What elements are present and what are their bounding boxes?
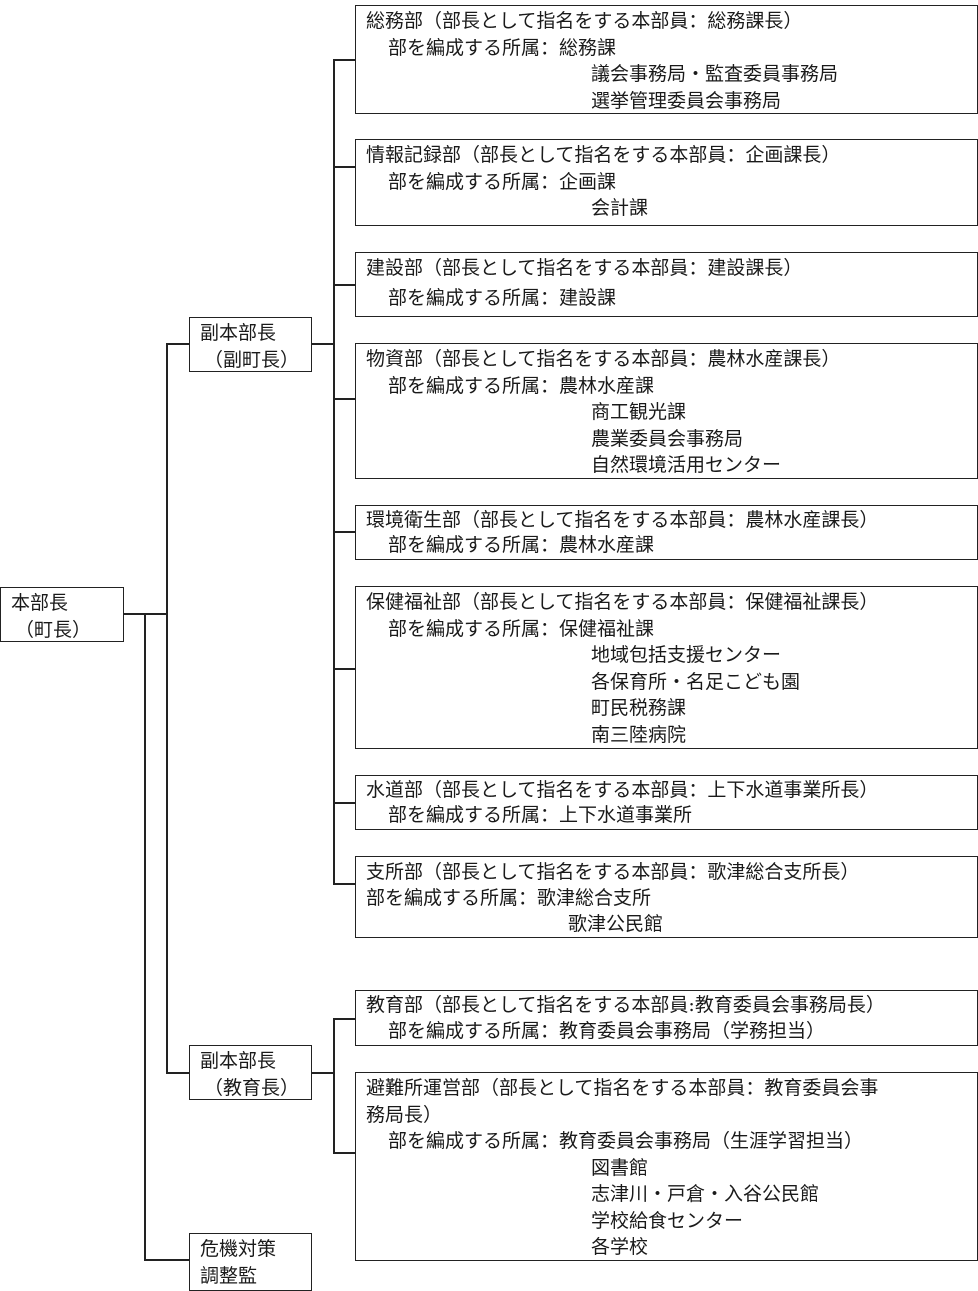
department-units: 部を編成する所属：総務課 (366, 35, 977, 62)
department-units: 部を編成する所属：保健福祉課 (366, 616, 977, 643)
unit-item: 総務課 (559, 36, 617, 59)
deputy-title: 副本部長 (200, 322, 277, 344)
connector (166, 343, 168, 1073)
department-title: 支所部（部長として指名をする本部員：歌津総合支所長） (366, 861, 860, 883)
unit-item: 各学校 (591, 1236, 649, 1258)
department-branch-office: 支所部（部長として指名をする本部員：歌津総合支所長） 部を編成する所属：歌津総合… (355, 856, 978, 938)
unit-item: 歌津公民館 (568, 913, 664, 935)
department-units: 部を編成する所属：歌津総合支所 (366, 885, 977, 911)
department-title: 避難所運営部（部長として指名をする本部員：教育委員会事 (366, 1077, 879, 1099)
deputy-subtitle: （教育長） (204, 1076, 300, 1099)
department-water: 水道部（部長として指名をする本部員：上下水道事業所長） 部を編成する所属：上下水… (355, 775, 978, 830)
connector (333, 284, 356, 286)
deputy-node-vice-mayor: 副本部長 （副町長） (189, 317, 312, 372)
connector (333, 59, 335, 885)
department-units: 部を編成する所属：建設課 (366, 285, 977, 312)
department-info-records: 情報記録部（部長として指名をする本部員：企画課長） 部を編成する所属：企画課 会… (355, 139, 978, 226)
connector (333, 1018, 356, 1020)
units-label: 部を編成する所属： (388, 286, 560, 309)
unit-item: 学校給食センター (591, 1209, 744, 1232)
deputy-title: 副本部長 (200, 1050, 277, 1072)
crisis-title: 危機対策 (200, 1238, 277, 1260)
department-title: 総務部（部長として指名をする本部員：総務課長） (366, 10, 803, 32)
root-subtitle: （町長） (15, 618, 92, 641)
unit-item: 教育委員会事務局（学務担当） (559, 1019, 826, 1042)
root-node-headquarters-chief: 本部長 （町長） (0, 587, 124, 642)
connector (166, 1072, 189, 1074)
department-title: 建設部（部長として指名をする本部員：建設課長） (366, 257, 803, 279)
units-label: 部を編成する所属： (388, 374, 560, 397)
department-general-affairs: 総務部（部長として指名をする本部員：総務課長） 部を編成する所属：総務課 議会事… (355, 5, 978, 114)
unit-item: 町民税務課 (591, 697, 687, 719)
connector (166, 343, 189, 345)
department-title: 物資部（部長として指名をする本部員：農林水産課長） (366, 348, 841, 370)
connector (144, 613, 146, 1261)
unit-item: 選挙管理委員会事務局 (591, 89, 782, 112)
department-construction: 建設部（部長として指名をする本部員：建設課長） 部を編成する所属：建設課 (355, 252, 978, 317)
connector (333, 668, 356, 670)
units-label: 部を編成する所属： (388, 1130, 560, 1152)
unit-item: 議会事務局・監査委員事務局 (591, 63, 839, 85)
unit-item: 歌津総合支所 (537, 887, 652, 909)
deputy-node-superintendent: 副本部長 （教育長） (189, 1045, 312, 1100)
deputy-subtitle: （副町長） (204, 348, 300, 371)
unit-item: 図書館 (591, 1156, 649, 1179)
unit-item: 上下水道事業所 (559, 804, 693, 826)
connector (333, 398, 356, 400)
units-label: 部を編成する所属： (388, 804, 560, 826)
department-environmental-health: 環境衛生部（部長として指名をする本部員：農林水産課長） 部を編成する所属：農林水… (355, 505, 978, 560)
department-title: 情報記録部（部長として指名をする本部員：企画課長） (366, 144, 841, 166)
units-label: 部を編成する所属： (388, 170, 560, 193)
unit-item: 農林水産課 (559, 534, 655, 556)
connector (311, 343, 334, 345)
unit-item: 保健福祉課 (559, 617, 655, 640)
unit-item: 農林水産課 (559, 374, 655, 397)
units-label: 部を編成する所属： (388, 1019, 560, 1042)
department-title: 教育部（部長として指名をする本部員:教育委員会事務局長） (366, 994, 885, 1016)
department-units: 部を編成する所属：企画課 (366, 169, 977, 196)
department-units: 部を編成する所属：農林水産課 (366, 373, 977, 400)
connector (333, 59, 356, 61)
connector (333, 1018, 335, 1153)
unit-item: 志津川・戸倉・入谷公民館 (591, 1183, 820, 1205)
connector (333, 883, 356, 885)
department-units: 部を編成する所属：農林水産課 (366, 533, 977, 558)
department-shelter-operations: 避難所運営部（部長として指名をする本部員：教育委員会事 務局長） 部を編成する所… (355, 1072, 978, 1261)
crisis-subtitle: 調整監 (200, 1264, 258, 1287)
unit-item: 商工観光課 (591, 401, 687, 423)
department-title-continued: 務局長） (366, 1103, 443, 1126)
department-units: 部を編成する所属：上下水道事業所 (366, 803, 977, 828)
unit-item: 会計課 (591, 197, 649, 219)
unit-item: 各保育所・名足こども園 (591, 670, 801, 693)
connector (333, 1152, 356, 1154)
department-health-welfare: 保健福祉部（部長として指名をする本部員：保健福祉課長） 部を編成する所属：保健福… (355, 586, 978, 749)
units-label: 部を編成する所属： (366, 887, 538, 909)
unit-item: 農業委員会事務局 (591, 427, 744, 450)
connector (333, 531, 356, 533)
connector (144, 1259, 189, 1261)
unit-item: 南三陸病院 (591, 723, 687, 746)
unit-item: 教育委員会事務局（生涯学習担当） (559, 1130, 864, 1152)
connector (333, 166, 356, 168)
root-title: 本部長 (11, 592, 69, 614)
unit-item: 地域包括支援センター (591, 644, 782, 666)
unit-item: 建設課 (559, 286, 617, 309)
units-label: 部を編成する所属： (388, 534, 560, 556)
department-title: 保健福祉部（部長として指名をする本部員：保健福祉課長） (366, 591, 879, 613)
units-label: 部を編成する所属： (388, 617, 560, 640)
unit-item: 自然環境活用センター (591, 454, 782, 476)
unit-item: 企画課 (559, 170, 617, 193)
department-title: 水道部（部長として指名をする本部員：上下水道事業所長） (366, 779, 879, 801)
crisis-coordinator-node: 危機対策 調整監 (189, 1233, 312, 1291)
department-title: 環境衛生部（部長として指名をする本部員：農林水産課長） (366, 509, 879, 531)
connector (333, 802, 356, 804)
department-supplies: 物資部（部長として指名をする本部員：農林水産課長） 部を編成する所属：農林水産課… (355, 343, 978, 479)
department-units: 部を編成する所属：教育委員会事務局（学務担当） (366, 1019, 977, 1045)
department-units: 部を編成する所属：教育委員会事務局（生涯学習担当） (366, 1128, 977, 1155)
department-education: 教育部（部長として指名をする本部員:教育委員会事務局長） 部を編成する所属：教育… (355, 990, 978, 1046)
units-label: 部を編成する所属： (388, 36, 560, 59)
connector (311, 1072, 334, 1074)
